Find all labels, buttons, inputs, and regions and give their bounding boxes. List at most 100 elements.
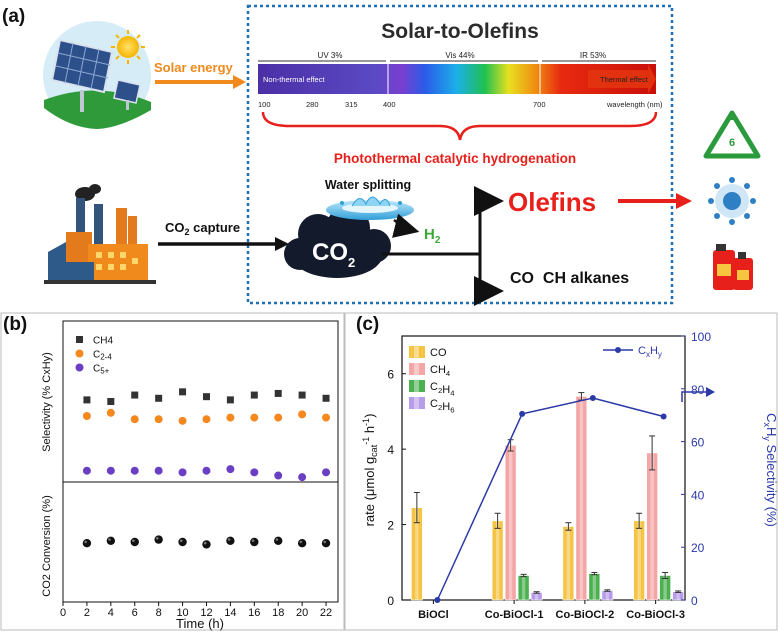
thermal-effect-label: Thermal effect <box>600 75 649 84</box>
bar-highlight <box>605 590 610 600</box>
x-tick-label: 2 <box>84 607 90 619</box>
point-ch4 <box>322 394 330 402</box>
point-highlight <box>323 540 327 544</box>
right-y-tick-label: 100 <box>691 330 711 344</box>
selectivity-point <box>589 395 596 402</box>
bar-highlight <box>650 452 654 600</box>
x-tick-label: 20 <box>296 607 308 619</box>
category-label: Co-BiOCl-2 <box>556 609 615 621</box>
point-highlight <box>299 540 303 544</box>
bar-highlight <box>566 526 571 600</box>
y-tick-label: 4 <box>387 443 394 457</box>
point-c5plus <box>154 466 163 475</box>
panel-b-label: (b) <box>3 314 27 335</box>
point-c5plus <box>178 468 187 477</box>
x-tick-label: 18 <box>272 607 284 619</box>
x-tick-label: 0 <box>60 607 66 619</box>
point-c2-4 <box>130 415 139 424</box>
selectivity-point <box>519 410 526 417</box>
rate-ylabel: rate (μmol gcat-1 h-1) <box>361 414 379 527</box>
x-tick-label: 22 <box>320 607 332 619</box>
point-c5plus <box>322 468 331 477</box>
conversion-ylabel: CO2 Conversion (%) <box>41 495 53 596</box>
point-co2-conversion <box>154 535 163 544</box>
point-c5plus <box>226 465 235 474</box>
solar-panel-icon <box>43 21 151 129</box>
spectrum-uv-label: UV 3% <box>318 51 343 60</box>
legend-swatch-c2h6 <box>409 397 425 409</box>
co2-capture-label: CO2 capture <box>165 220 240 237</box>
bar-highlight <box>676 591 680 600</box>
selectivity-series <box>82 388 331 482</box>
legend-marker <box>76 336 83 343</box>
point-co2-conversion <box>321 539 331 548</box>
point-highlight <box>203 541 207 545</box>
category-label: BiOCl <box>418 609 449 621</box>
category-label: Co-BiOCl-1 <box>485 609 544 621</box>
point-highlight <box>132 539 135 542</box>
water-splash-icon <box>326 196 414 220</box>
legend-swatch-highlight <box>414 346 419 358</box>
point-c5plus <box>298 473 307 482</box>
fuel-can-icon <box>713 244 753 290</box>
point-c5plus <box>250 468 259 477</box>
legend-swatch-c2h4 <box>409 380 425 392</box>
point-ch4 <box>298 391 306 399</box>
bar-highlight <box>534 592 539 600</box>
conversion-series <box>82 535 331 549</box>
point-ch4 <box>131 391 139 399</box>
point-co2-conversion <box>82 539 92 548</box>
legend-label: CH4 <box>93 336 113 347</box>
point-c2-4 <box>82 411 91 420</box>
point-ch4 <box>83 396 91 404</box>
point-highlight <box>275 538 279 541</box>
point-ch4 <box>179 388 187 396</box>
x-tick-label: 12 <box>200 607 212 619</box>
x-tick-label: 4 <box>108 607 114 619</box>
bar-highlight <box>592 573 597 600</box>
panel-b-xlabel: Time (h) <box>176 616 224 631</box>
point-c5plus <box>82 466 91 475</box>
point-highlight <box>179 539 183 542</box>
co2-cloud: CO2 <box>284 206 391 278</box>
legend-line-marker <box>615 347 621 353</box>
selectivity-right-ylabel: CxHy Selectivity (%) <box>762 413 778 527</box>
legend-swatch-highlight <box>414 380 419 392</box>
spectrum-tick-280: 280 <box>306 100 319 109</box>
bar-highlight <box>637 520 641 600</box>
spectrum-ir-label: IR 53% <box>580 51 606 60</box>
point-co2-conversion <box>250 537 259 547</box>
point-ch4 <box>250 391 258 399</box>
panel-a: (a) Solar energy Solar-t <box>2 4 761 306</box>
y-tick-label: 6 <box>387 368 394 382</box>
solar-arrowhead <box>233 75 246 89</box>
y-tick-label: 0 <box>387 594 394 608</box>
bar-highlight <box>521 575 526 600</box>
point-co2-conversion <box>106 536 116 545</box>
olefins-label: Olefins <box>508 187 596 217</box>
point-c2-4 <box>154 415 163 424</box>
point-c2-4 <box>106 408 115 417</box>
point-co2-conversion <box>274 536 283 545</box>
bar-highlight <box>495 520 500 600</box>
legend-label-ch4: CH4 <box>430 364 451 378</box>
point-co2-conversion <box>178 537 187 547</box>
panel-a-label: (a) <box>2 6 25 27</box>
right-y-tick-label: 80 <box>691 383 705 397</box>
point-ch4 <box>274 389 282 397</box>
rate-bars <box>411 392 684 601</box>
capture-arrowhead <box>275 237 289 251</box>
recycle-number: 6 <box>729 137 735 149</box>
point-c2-4 <box>202 415 211 424</box>
legend-marker <box>75 349 84 358</box>
point-highlight <box>84 540 87 544</box>
point-c2-4 <box>226 413 235 422</box>
selectivity-polyline <box>436 397 664 601</box>
point-ch4 <box>226 396 234 404</box>
right-axis-pointer-head <box>706 387 715 397</box>
